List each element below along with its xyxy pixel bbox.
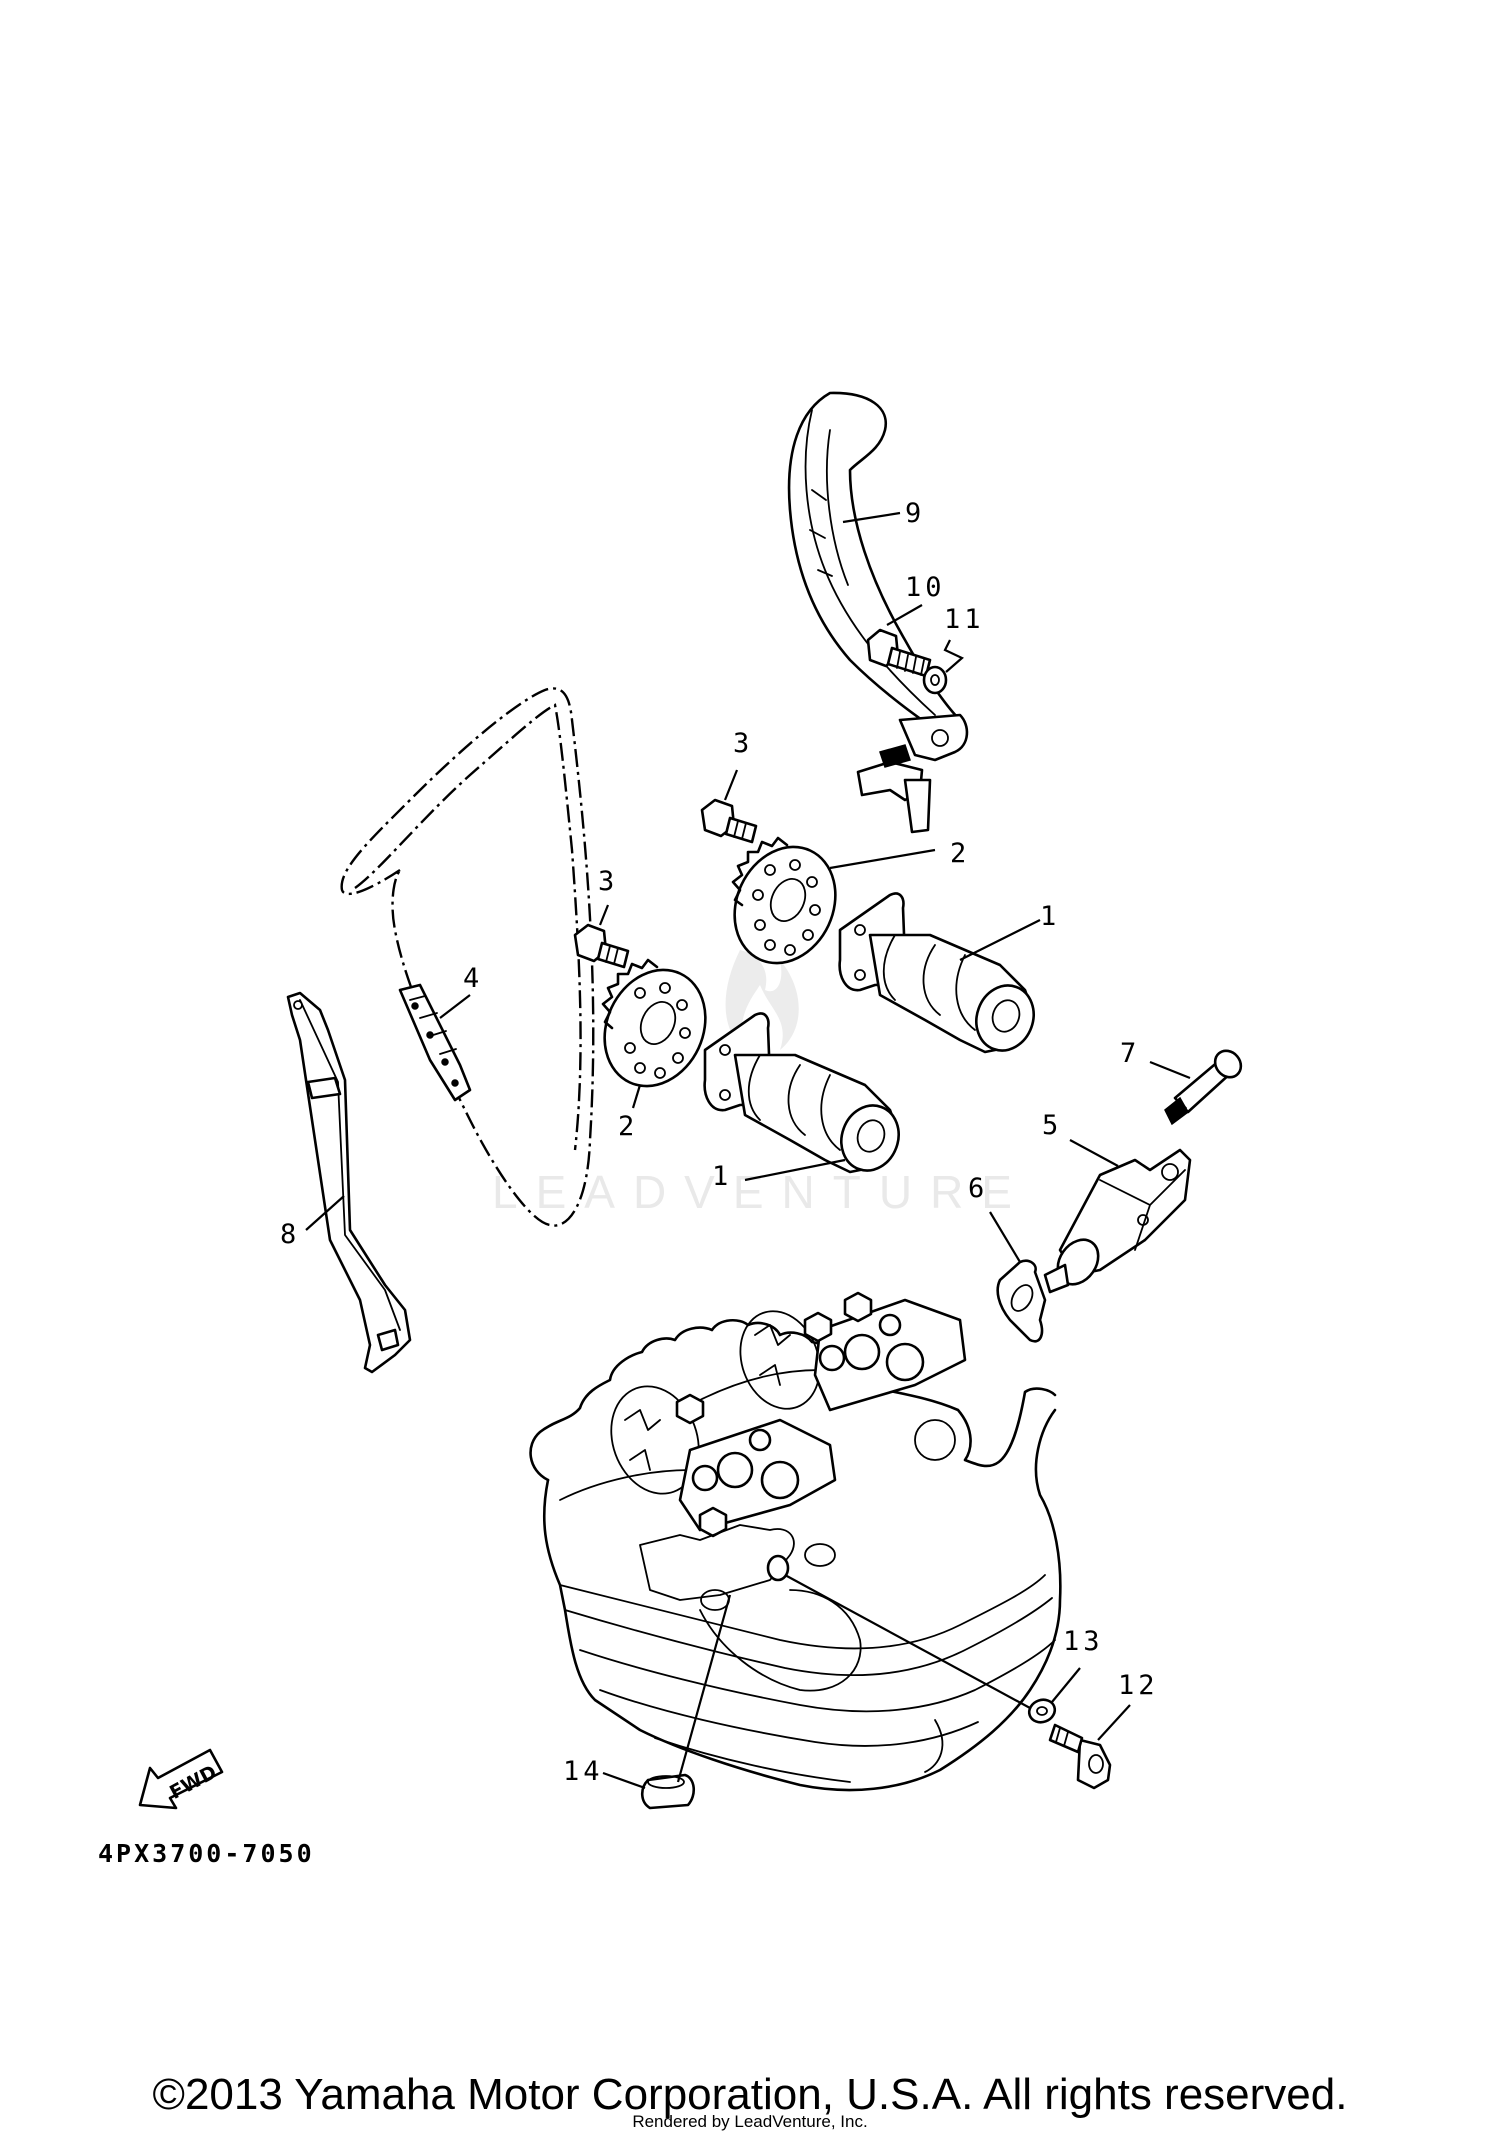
part-13-washer [1027,1698,1057,1724]
callout-12: 12 [1118,1670,1159,1701]
watermark: LEADVENTURE [492,950,1030,1218]
callout-11: 11 [944,604,985,635]
callout-5: 5 [1042,1110,1062,1141]
leader-5 [1069,1139,1119,1167]
leader-13-hole [784,1574,1031,1709]
callout-2a: 2 [950,838,970,869]
leader-6 [989,1211,1021,1263]
drawing-code: 4PX3700-7050 [98,1839,315,1868]
part-6-gasket [996,1259,1047,1343]
callout-14: 14 [563,1756,604,1787]
leader-9 [842,511,901,524]
callout-3b: 3 [598,866,618,897]
part-3-bolt-upper [700,798,758,844]
callout-1a: 1 [1040,901,1060,932]
part-4-timing-chain [340,687,595,1227]
leader-12 [1097,1704,1131,1741]
part-9-chain-guide [787,391,969,834]
copyright-text: ©2013 Yamaha Motor Corporation, U.S.A. A… [152,2070,1348,2119]
callout-4: 4 [463,963,483,994]
callout-3a: 3 [733,728,753,759]
part-7-bolt [1164,1049,1243,1126]
part-1-camshaft-lower [703,1012,900,1174]
part-2-sprocket-lower [601,958,707,1088]
callout-7: 7 [1120,1038,1140,1069]
callout-13: 13 [1063,1626,1104,1657]
leader-2b [631,1084,642,1109]
leader-1b [744,1158,846,1182]
part-12-bolt [1048,1723,1112,1790]
part-11-washer [922,665,948,695]
leader-4 [439,994,471,1019]
leader-8 [305,1195,345,1231]
leader-7 [1149,1060,1191,1080]
fwd-arrow: FWD [138,1748,224,1810]
leader-14 [602,1771,646,1790]
part-1-camshaft-upper [838,892,1035,1054]
part-8-chain-guide [286,991,412,1374]
watermark-text: LEADVENTURE [492,1166,1030,1218]
part-2-sprocket-upper [731,836,837,965]
leader-10 [886,604,923,626]
callout-10: 10 [905,572,946,603]
leader-1a [959,919,1041,961]
part-14-cap [640,1773,695,1810]
leader-3b [598,904,610,926]
leader-11 [943,639,964,673]
callout-2b: 2 [618,1111,638,1142]
part-5-tensioner [1043,1148,1192,1294]
callout-9: 9 [905,498,925,529]
leader-14-hole [676,1594,732,1783]
leader-13 [1051,1667,1081,1703]
cylinder-head [529,1291,1062,1792]
part-3-bolt-lower [573,923,630,969]
callout-8: 8 [280,1219,300,1250]
rendered-by-text: Rendered by LeadVenture, Inc. [632,2112,868,2131]
leader-2a [829,848,936,870]
callout-1b: 1 [712,1161,732,1192]
leader-3a [723,769,739,801]
callout-6: 6 [968,1173,988,1204]
